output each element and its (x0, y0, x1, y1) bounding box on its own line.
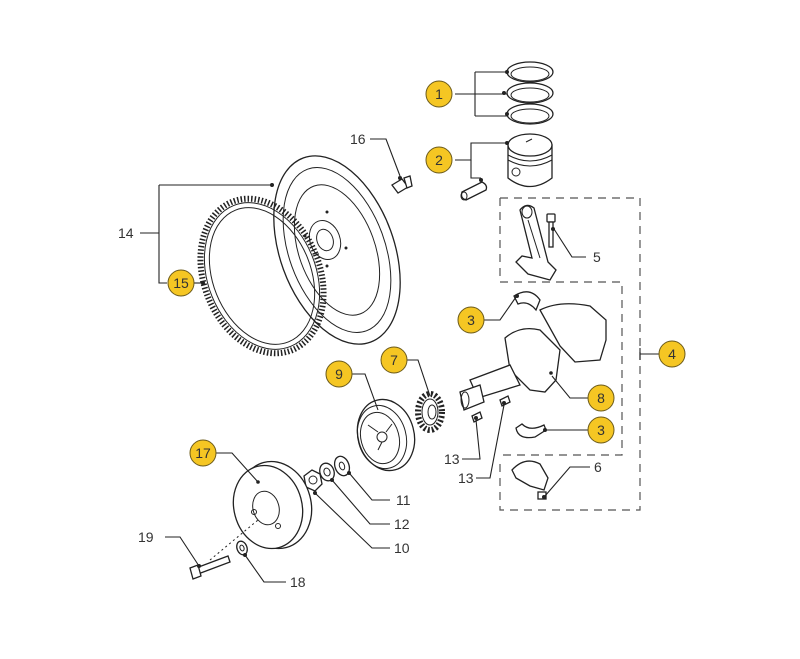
connecting-rod-part (515, 204, 557, 281)
callout-4[interactable]: 4 (658, 340, 686, 368)
piston-pin-part (460, 181, 488, 201)
callout-15[interactable]: 15 (167, 269, 195, 297)
ring-gear-part (197, 195, 327, 357)
callout-11[interactable]: 11 (396, 492, 411, 508)
piston-rings-part (506, 61, 554, 125)
connecting-rod-bolt-part (546, 213, 556, 248)
callout-13-first[interactable]: 13 (444, 451, 460, 467)
flywheel-part (273, 155, 401, 345)
callout-3-lower[interactable]: 3 (587, 416, 615, 444)
callout-14[interactable]: 14 (118, 225, 134, 241)
callout-16[interactable]: 16 (350, 131, 366, 147)
callout-18[interactable]: 18 (290, 574, 306, 590)
callout-13-second[interactable]: 13 (458, 470, 474, 486)
spacer-part (236, 540, 248, 556)
callout-17-label: 17 (195, 445, 211, 461)
pulley-hub-part (232, 460, 313, 550)
callout-17[interactable]: 17 (189, 439, 217, 467)
callout-1-label: 1 (435, 86, 443, 102)
callout-1[interactable]: 1 (425, 80, 453, 108)
crankshaft-part (459, 303, 607, 411)
hub-bolt-part (189, 555, 231, 580)
callout-9-label: 9 (335, 366, 343, 382)
callout-19[interactable]: 19 (138, 529, 154, 545)
callout-3-upper[interactable]: 3 (457, 306, 485, 334)
callout-3-upper-label: 3 (467, 312, 475, 328)
callout-8-label: 8 (597, 390, 605, 406)
callout-12[interactable]: 12 (394, 516, 410, 532)
main-bearing-cap-part (511, 460, 549, 500)
assembly-axis-line (209, 519, 259, 561)
callout-5[interactable]: 5 (593, 249, 601, 265)
bearing-shell-lower-part (515, 423, 547, 439)
callout-15-label: 15 (173, 275, 189, 291)
callout-10[interactable]: 10 (394, 540, 410, 556)
callout-3-lower-label: 3 (597, 422, 605, 438)
callout-2[interactable]: 2 (425, 146, 453, 174)
crankshaft-gear-part (415, 391, 445, 433)
leader-lines (140, 70, 659, 583)
flywheel-bolt-part (391, 175, 413, 194)
callout-6[interactable]: 6 (594, 459, 602, 475)
group-box-crankshaft-kit (499, 197, 641, 511)
callout-9[interactable]: 9 (325, 360, 353, 388)
bearing-shell-upper-part (513, 291, 541, 312)
callout-4-label: 4 (668, 346, 676, 362)
callout-8[interactable]: 8 (587, 384, 615, 412)
pulley-part (356, 398, 416, 472)
group-box-connecting-rod (500, 281, 623, 456)
callout-7[interactable]: 7 (380, 346, 408, 374)
washer-part (333, 455, 351, 477)
callout-2-label: 2 (435, 152, 443, 168)
callout-7-label: 7 (390, 352, 398, 368)
piston-part (507, 133, 553, 188)
